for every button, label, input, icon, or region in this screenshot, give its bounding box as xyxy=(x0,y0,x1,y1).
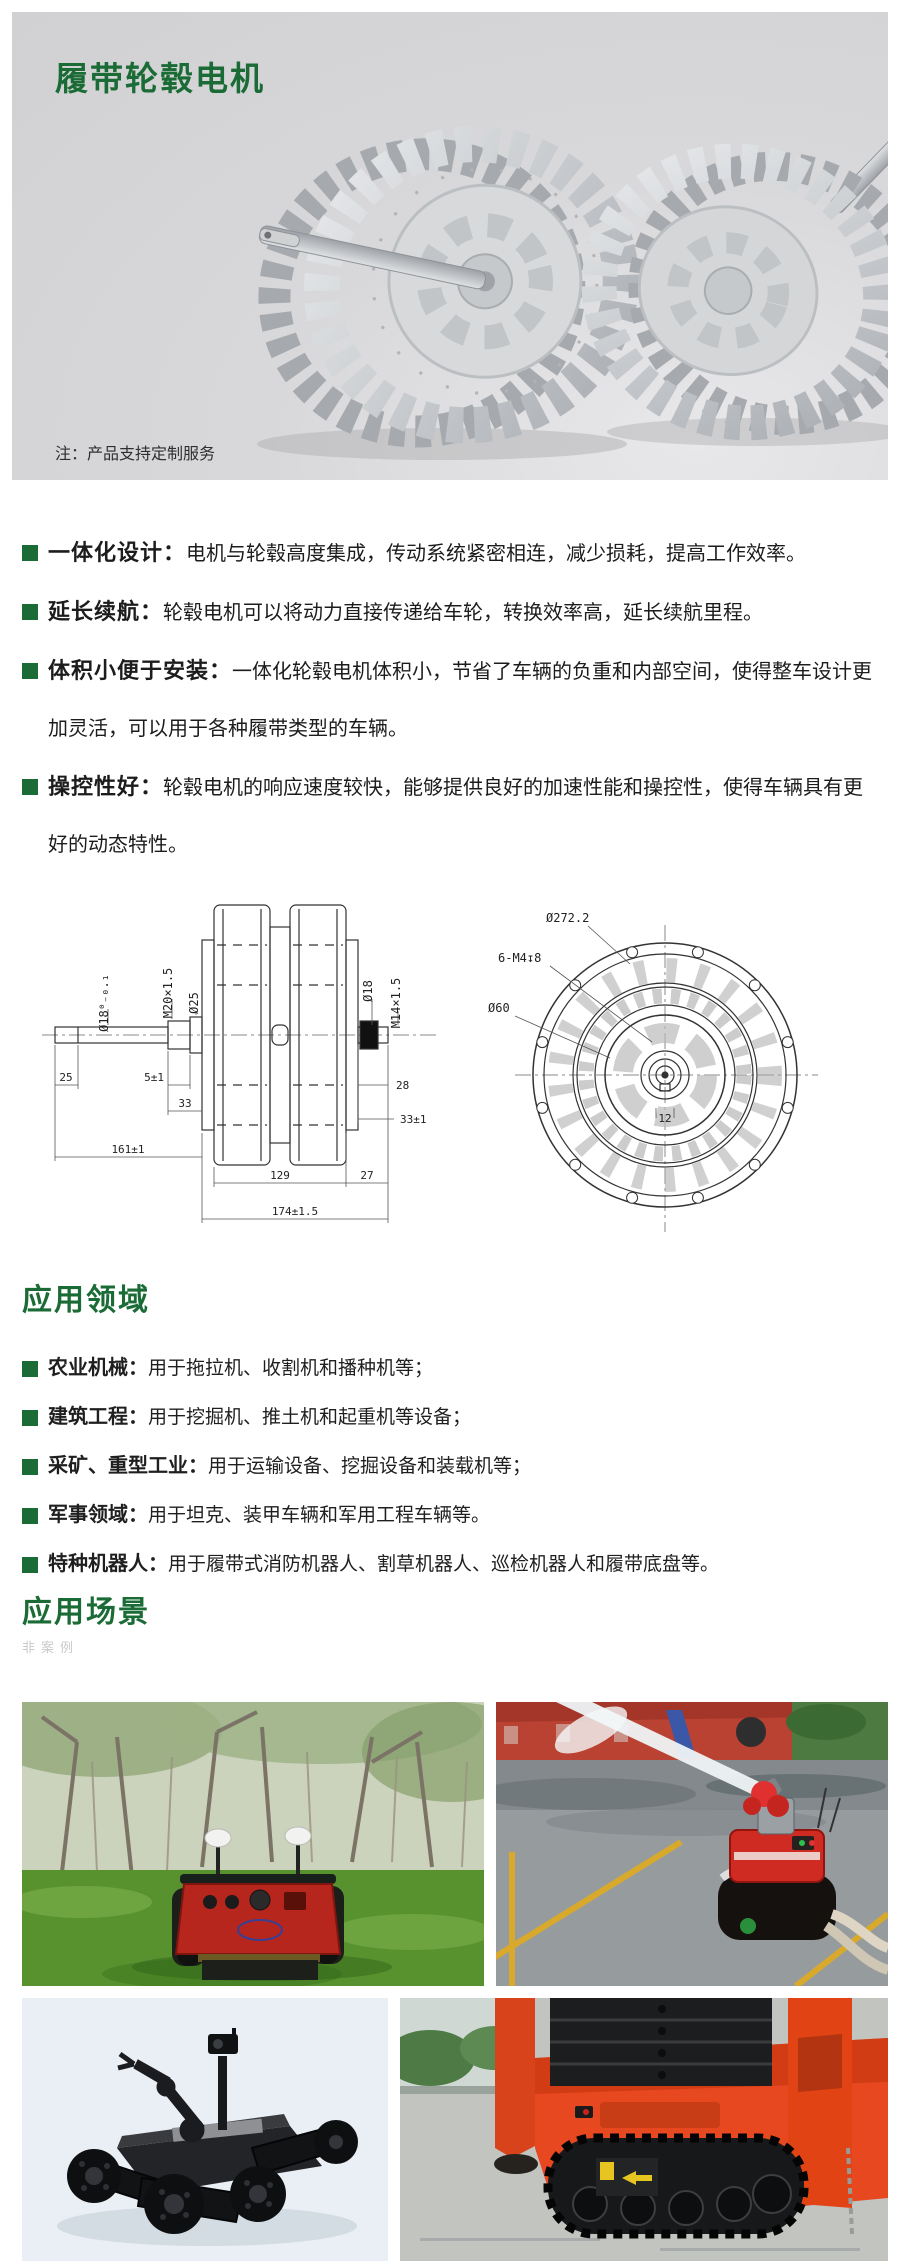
dim-129: 129 xyxy=(270,1169,290,1182)
application-text: 用于拖拉机、收割机和播种机等； xyxy=(148,1358,434,1379)
bullet-square-icon xyxy=(22,1508,38,1524)
section-heading-applications: 应用领域 xyxy=(22,1284,150,1317)
application-label: 军事领域： xyxy=(48,1504,148,1526)
bullet-square-icon xyxy=(22,1557,38,1573)
dim-174: 174±1.5 xyxy=(272,1205,318,1218)
photo-orchard-agriculture-robot xyxy=(22,1702,484,1986)
dim-28: 28 xyxy=(396,1079,409,1092)
bullet-square-icon xyxy=(22,1410,38,1426)
motor-right xyxy=(581,94,888,441)
feature-item-handling: 操控性好：轮毂电机的响应速度较快，能够提供良好的加速性能和操控性，使得车辆具有更… xyxy=(22,758,880,874)
feature-item-compact-install: 体积小便于安装：一体化轮毂电机体积小，节省了车辆的负重和内部空间，使得整车设计更… xyxy=(22,642,880,758)
dim-5: 5±1 xyxy=(144,1071,164,1084)
bullet-square-icon xyxy=(22,545,38,561)
rubber-track xyxy=(543,2133,854,2239)
technical-drawings: Ø18⁰₋₀.₁ M20×1.5 Ø25 Ø18 M14×1.5 25 5±1 … xyxy=(20,875,880,1255)
lane-markings xyxy=(496,1839,888,1986)
photo-firefighting-robot xyxy=(496,1702,888,1986)
dim-flange-dia: Ø25 xyxy=(187,992,201,1014)
feature-item-extended-range: 延长续航：轮毂电机可以将动力直接传递给车轮，转换效率高，延长续航里程。 xyxy=(22,583,880,642)
bullet-square-icon xyxy=(22,1459,38,1475)
photo-eod-tracked-robot xyxy=(22,1998,388,2261)
front-view-geometry xyxy=(532,942,798,1208)
label-tap-holes: 6-M4↧8 xyxy=(498,951,541,965)
dim-stub-dia: Ø18 xyxy=(361,980,375,1002)
side-view-geometry xyxy=(54,904,389,1166)
dim-33-left: 33 xyxy=(178,1097,191,1110)
photo-orange-tracked-chassis xyxy=(400,1998,888,2261)
eod-robot xyxy=(67,2028,358,2234)
bullet-square-icon xyxy=(22,604,38,620)
shadow-right xyxy=(607,418,888,446)
water-jet xyxy=(554,1702,772,1800)
drawing-front-view: Ø272.2 6-M4↧8 Ø60 12 xyxy=(488,911,818,1232)
front-view-bolt-holes xyxy=(536,946,794,1204)
scene-photo-grid xyxy=(22,1702,888,2261)
fire-robot xyxy=(718,1778,888,1975)
feature-list: 一体化设计：电机与轮毂高度集成，传动系统紧密相连，减少损耗，提高工作效率。 延长… xyxy=(22,524,880,874)
application-item-military: 军事领域：用于坦克、装甲车辆和军用工程车辆等。 xyxy=(22,1491,880,1540)
feature-text: 轮毂电机可以将动力直接传递给车轮，转换效率高，延长续航里程。 xyxy=(163,602,764,624)
section-heading-scenes: 应用场景 xyxy=(22,1596,150,1629)
dim-33-right: 33±1 xyxy=(400,1113,427,1126)
hero-panel: 履带轮毂电机 xyxy=(12,12,888,480)
application-text: 用于挖掘机、推土机和起重机等设备； xyxy=(148,1407,472,1428)
dim-25: 25 xyxy=(59,1071,72,1084)
robot-arm xyxy=(117,2051,205,2143)
feature-label: 一体化设计： xyxy=(48,540,187,565)
dim-161: 161±1 xyxy=(111,1143,144,1156)
feature-text: 电机与轮毂高度集成，传动系统紧密相连，减少损耗，提高工作效率。 xyxy=(186,543,807,565)
camera-mast xyxy=(208,2028,238,2130)
product-photo-hub-motors xyxy=(257,94,888,460)
dim-shaft-dia: Ø18⁰₋₀.₁ xyxy=(97,974,111,1032)
dim-27: 27 xyxy=(360,1169,373,1182)
dim-thread-right: M14×1.5 xyxy=(389,978,403,1029)
application-label: 特种机器人： xyxy=(48,1553,168,1575)
front-view-leaders xyxy=(514,925,675,1118)
application-areas: 应用领域 农业机械：用于拖拉机、收割机和播种机等； 建筑工程：用于挖掘机、推土机… xyxy=(22,1284,880,1589)
application-item-construction: 建筑工程：用于挖掘机、推土机和起重机等设备； xyxy=(22,1393,880,1442)
application-item-mining: 采矿、重型工业：用于运输设备、挖掘设备和装载机等； xyxy=(22,1442,880,1491)
application-scenes: 应用场景 非案例 xyxy=(22,1596,888,1656)
label-key-width: 12 xyxy=(658,1112,671,1125)
agriculture-robot xyxy=(172,1826,344,1980)
feature-label: 体积小便于安装： xyxy=(48,658,233,683)
hero-note: 注：产品支持定制服务 xyxy=(55,446,216,463)
feature-label: 延长续航： xyxy=(48,599,164,624)
application-item-special-robots: 特种机器人：用于履带式消防机器人、割草机器人、巡检机器人和履带底盘等。 xyxy=(22,1540,880,1589)
application-text: 用于履带式消防机器人、割草机器人、巡检机器人和履带底盘等。 xyxy=(168,1554,720,1575)
side-view-dim-labels: Ø18⁰₋₀.₁ M20×1.5 Ø25 Ø18 M14×1.5 25 5±1 … xyxy=(59,968,426,1218)
application-label: 采矿、重型工业： xyxy=(48,1455,208,1477)
label-hub-dia: Ø60 xyxy=(488,1001,510,1015)
application-item-agriculture: 农业机械：用于拖拉机、收割机和播种机等； xyxy=(22,1344,880,1393)
dim-thread-left: M20×1.5 xyxy=(161,968,175,1019)
scenes-watermark: 非案例 xyxy=(22,1640,80,1655)
application-label: 农业机械： xyxy=(48,1357,148,1379)
tree-trunks xyxy=(40,1710,434,1878)
feature-text: 轮毂电机的响应速度较快，能够提供良好的加速性能和操控性，使得车辆具有更好的动态特… xyxy=(48,777,864,856)
bullet-square-icon xyxy=(22,663,38,679)
bullet-square-icon xyxy=(22,1361,38,1377)
shadow-left xyxy=(257,428,627,460)
flipper-wheels xyxy=(67,2120,358,2234)
feature-item-integrated-design: 一体化设计：电机与轮毂高度集成，传动系统紧密相连，减少损耗，提高工作效率。 xyxy=(22,524,880,583)
bullet-square-icon xyxy=(22,779,38,795)
application-label: 建筑工程： xyxy=(48,1406,148,1428)
side-view-dim-lines xyxy=(54,999,399,1223)
front-view-labels: Ø272.2 6-M4↧8 Ø60 12 xyxy=(488,911,672,1125)
page-title: 履带轮毂电机 xyxy=(55,60,265,97)
feature-text: 一体化轮毂电机体积小，节省了车辆的负重和内部空间，使得整车设计更加灵活，可以用于… xyxy=(48,661,873,740)
application-text: 用于运输设备、挖掘设备和装载机等； xyxy=(208,1456,532,1477)
orange-machine xyxy=(494,1998,888,2210)
label-outer-dia: Ø272.2 xyxy=(546,911,589,925)
application-text: 用于坦克、装甲车辆和军用工程车辆等。 xyxy=(148,1505,491,1526)
feature-label: 操控性好： xyxy=(48,774,164,799)
drawing-side-view: Ø18⁰₋₀.₁ M20×1.5 Ø25 Ø18 M14×1.5 25 5±1 … xyxy=(42,904,440,1223)
